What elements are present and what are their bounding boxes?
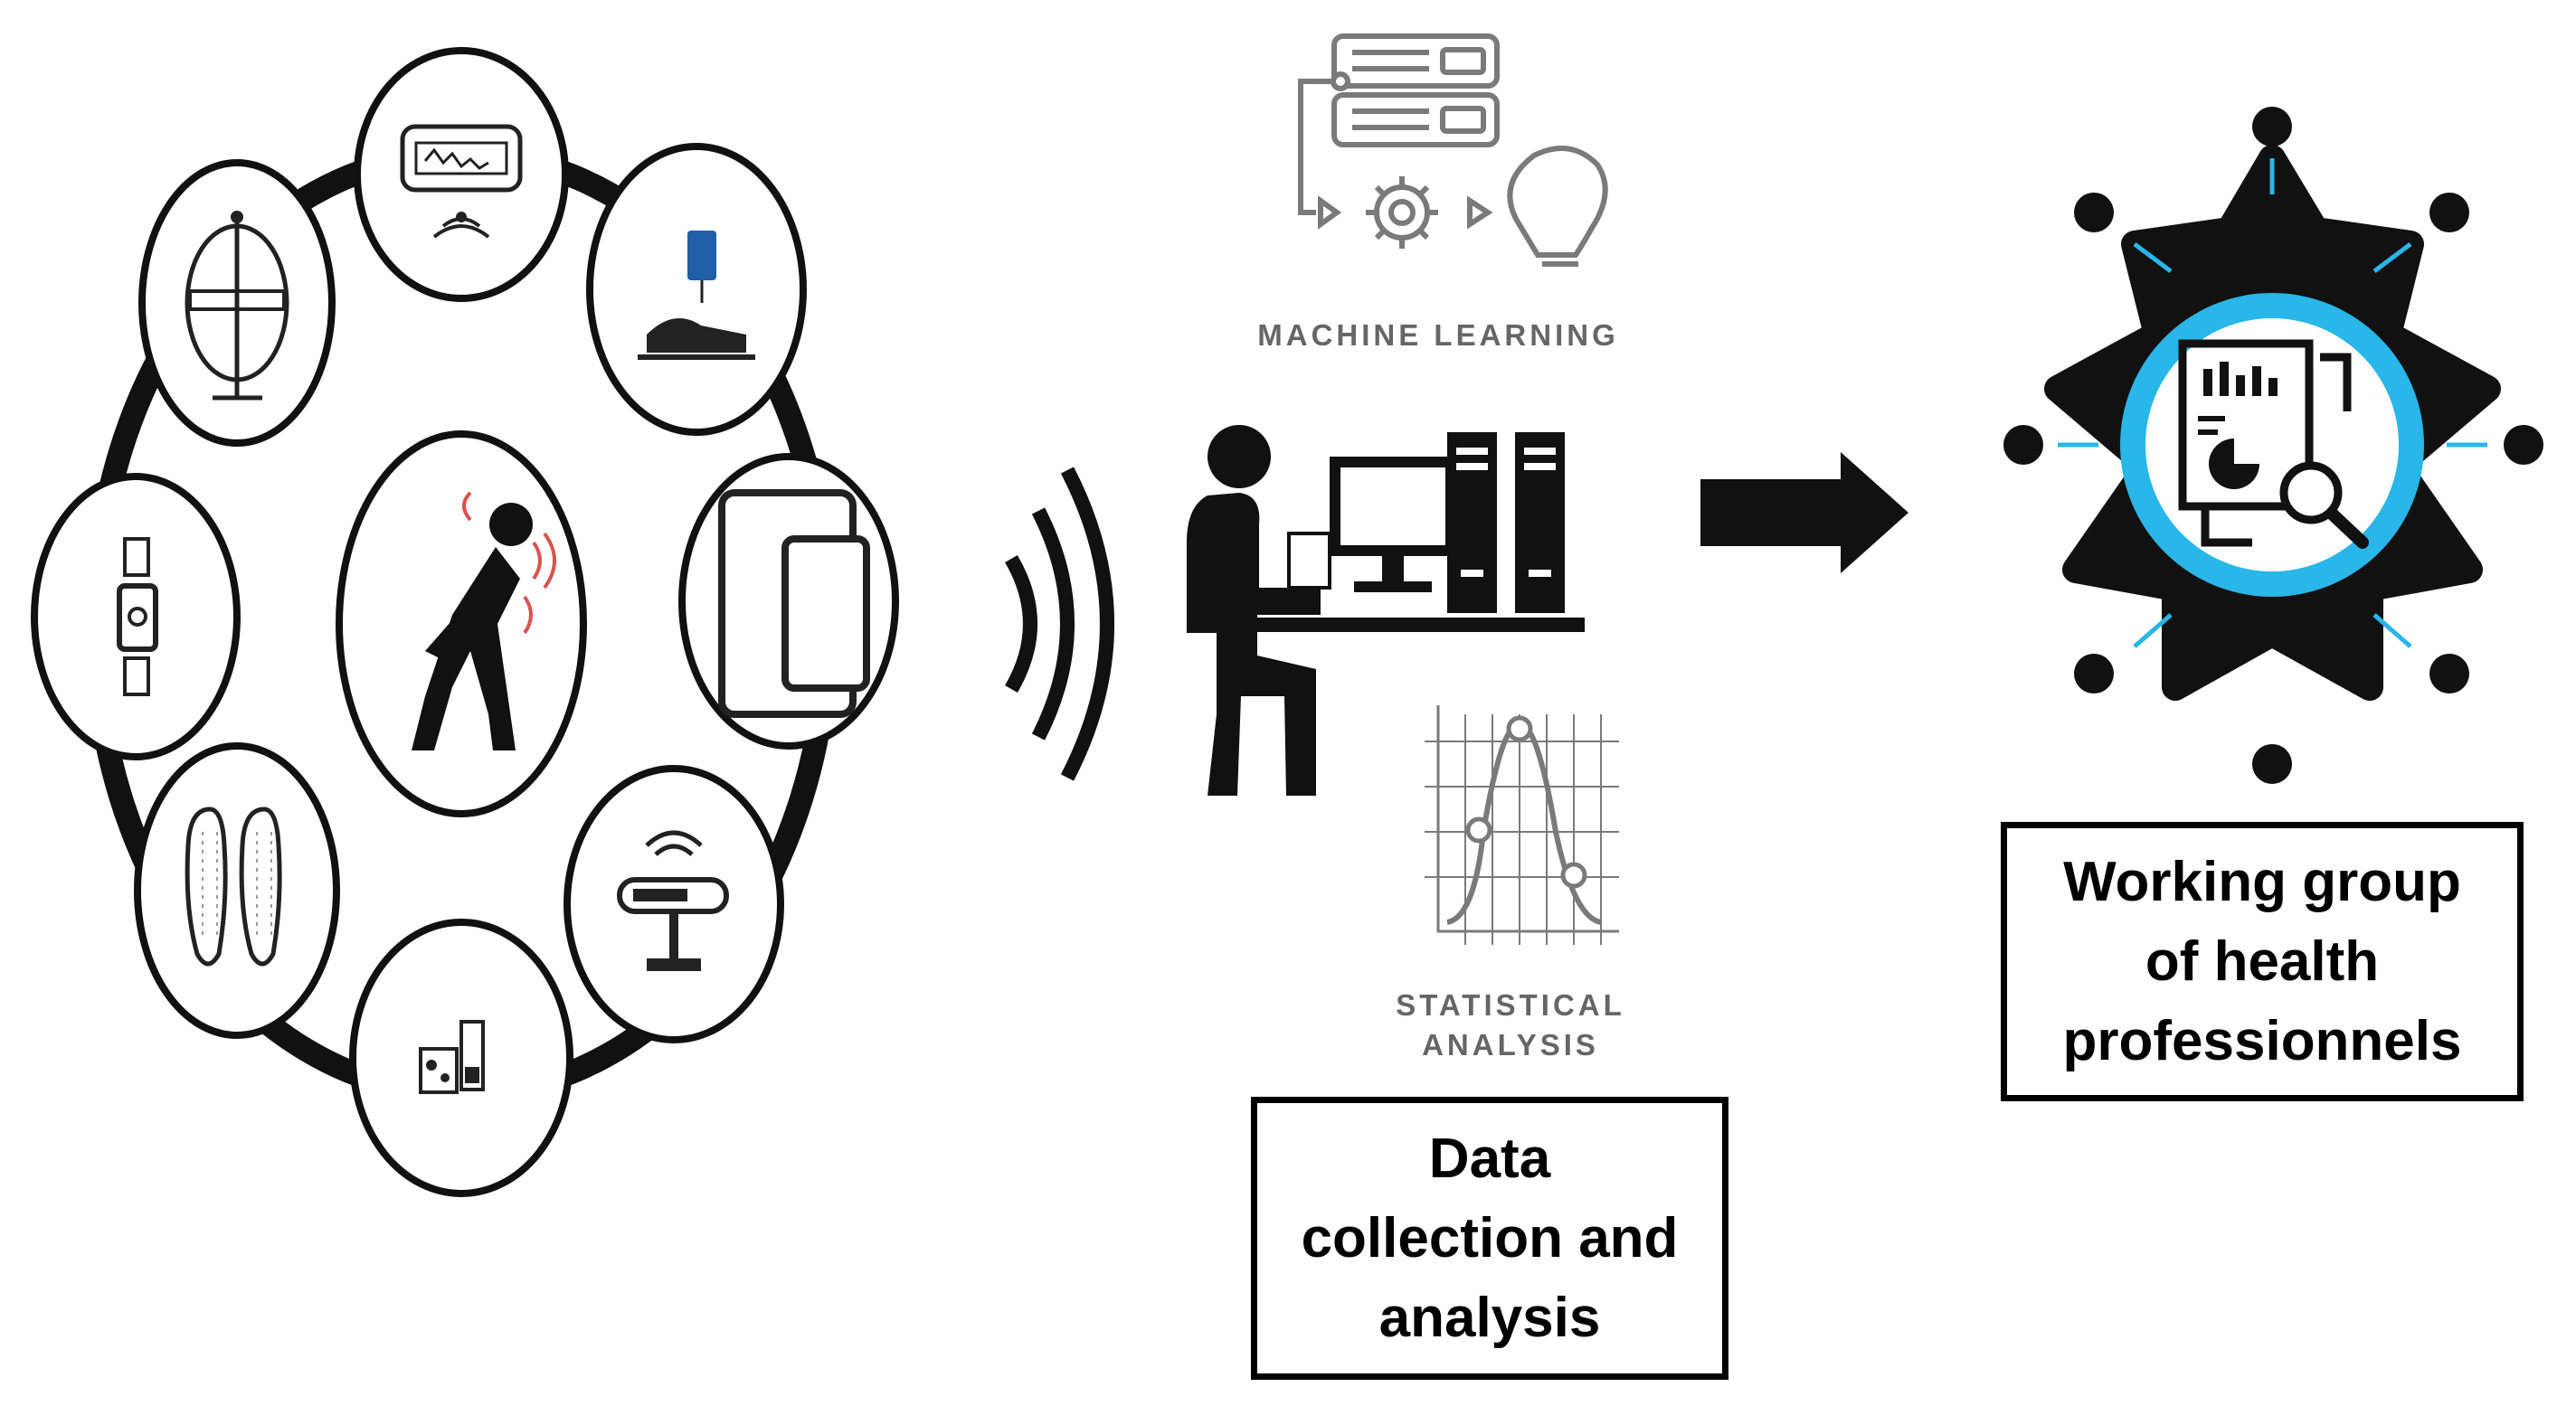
smartphone-icon xyxy=(678,453,899,750)
smart-insole-icon xyxy=(134,742,340,1039)
wearable-module-icon xyxy=(349,919,573,1197)
machine-learning-label: MACHINE LEARNING xyxy=(1257,318,1619,352)
pressure-mat-icon xyxy=(354,47,569,302)
working-group-box: Working group of health professionnels xyxy=(2001,822,2524,1101)
wireless-scale-icon xyxy=(564,765,784,1043)
person-back-pain-icon xyxy=(336,430,587,817)
data-collection-line2: collection and xyxy=(1301,1206,1679,1269)
gait-sensor-icon xyxy=(138,159,336,447)
right-arrow-icon xyxy=(1700,452,1908,573)
team-meeting-icon xyxy=(2003,107,2543,784)
wireless-signal-icon xyxy=(1005,467,1114,781)
wrist-band-icon xyxy=(31,473,241,760)
working-group-line1: Working group xyxy=(2063,850,2461,913)
smart-bed-icon xyxy=(586,143,807,436)
statistical-analysis-label-line1: STATISTICAL xyxy=(1396,988,1625,1022)
working-group-line2: of health xyxy=(2145,929,2380,993)
data-collection-line3: analysis xyxy=(1378,1286,1601,1349)
data-collection-line1: Data xyxy=(1428,1127,1551,1190)
statistical-analysis-label-line2: ANALYSIS xyxy=(1422,1028,1599,1062)
sensor-ring xyxy=(31,47,899,1197)
statistical-analysis-label: STATISTICAL ANALYSIS xyxy=(1384,986,1637,1065)
data-collection-box: Data collection and analysis xyxy=(1251,1097,1728,1380)
working-group-line3: professionnels xyxy=(2062,1009,2462,1072)
machine-learning-icon xyxy=(1298,33,1608,267)
statistical-analysis-icon xyxy=(1425,705,1619,945)
workstation-icon xyxy=(1187,425,1585,796)
